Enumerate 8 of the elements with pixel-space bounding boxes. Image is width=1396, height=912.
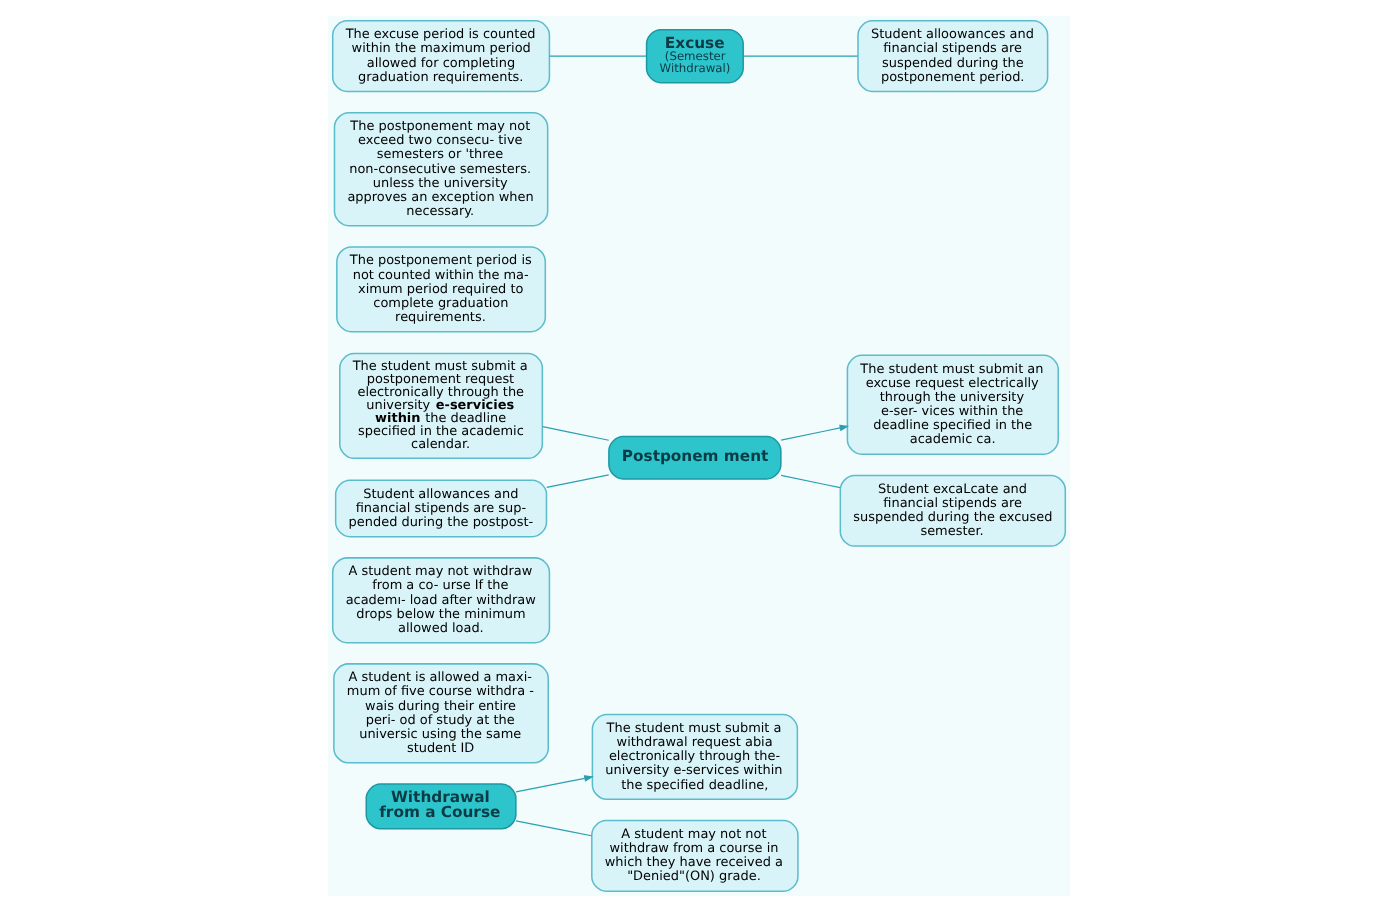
arrow <box>514 775 593 793</box>
arrow <box>779 424 849 441</box>
connector <box>779 474 840 489</box>
connector <box>548 55 646 57</box>
connector <box>541 426 609 441</box>
connector <box>545 474 609 488</box>
connector <box>514 820 592 837</box>
connector <box>741 55 858 57</box>
